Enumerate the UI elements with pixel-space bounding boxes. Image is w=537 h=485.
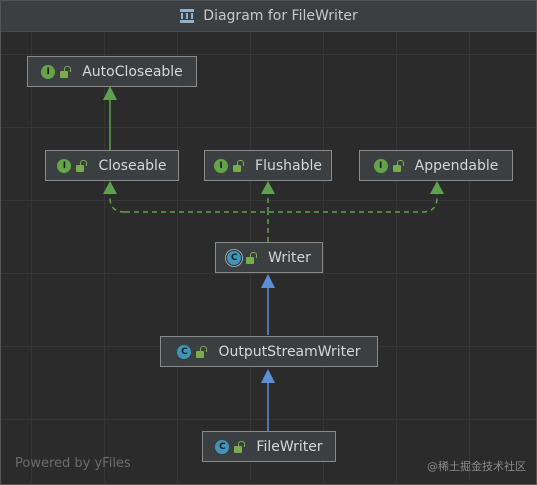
interface-icon: I xyxy=(57,158,72,173)
node-outputstreamwriter[interactable]: C OutputStreamWriter xyxy=(160,336,378,367)
window-title: Diagram for FileWriter xyxy=(203,8,358,24)
node-closeable[interactable]: I Closeable xyxy=(45,150,179,181)
title-bar: Diagram for FileWriter xyxy=(1,1,536,32)
diagram-icon xyxy=(179,8,195,24)
arrowhead-appendable xyxy=(430,181,444,194)
lock-icon xyxy=(246,251,258,264)
edges-layer xyxy=(103,86,444,431)
node-label: Closeable xyxy=(98,157,167,174)
interface-icon: I xyxy=(41,64,56,79)
interface-icon: I xyxy=(214,158,229,173)
node-appendable[interactable]: I Appendable xyxy=(359,150,513,181)
class-icon: C xyxy=(177,344,192,359)
arrowhead-writer xyxy=(261,274,275,288)
arrowhead-closeable xyxy=(103,181,117,194)
lock-icon xyxy=(60,65,72,78)
node-label: Appendable xyxy=(414,157,499,174)
lock-icon xyxy=(76,159,88,172)
node-label: OutputStreamWriter xyxy=(218,343,361,360)
lock-icon xyxy=(234,440,246,453)
node-flushable[interactable]: I Flushable xyxy=(204,150,332,181)
node-writer[interactable]: C Writer xyxy=(215,242,323,273)
powered-by-label: Powered by yFiles xyxy=(15,456,131,471)
source-watermark: @稀土掘金技术社区 xyxy=(427,460,526,473)
node-label: Writer xyxy=(268,249,311,266)
node-filewriter[interactable]: C FileWriter xyxy=(202,431,336,462)
node-label: AutoCloseable xyxy=(82,63,183,80)
node-label: FileWriter xyxy=(256,438,323,455)
lock-icon xyxy=(233,159,245,172)
arrowhead-outputstreamwriter xyxy=(261,369,275,383)
abstract-class-icon: C xyxy=(227,250,242,265)
interface-icon: I xyxy=(373,158,388,173)
arrowhead-autocloseable xyxy=(103,86,117,100)
class-icon: C xyxy=(215,439,230,454)
arrowhead-flushable xyxy=(261,181,275,194)
edge-writer-interfaces xyxy=(109,192,438,242)
diagram-canvas[interactable]: I AutoCloseable I Closeable I Flushable … xyxy=(1,32,536,484)
node-label: Flushable xyxy=(255,157,322,174)
lock-icon xyxy=(392,159,404,172)
node-autocloseable[interactable]: I AutoCloseable xyxy=(27,56,197,87)
lock-icon xyxy=(196,345,208,358)
